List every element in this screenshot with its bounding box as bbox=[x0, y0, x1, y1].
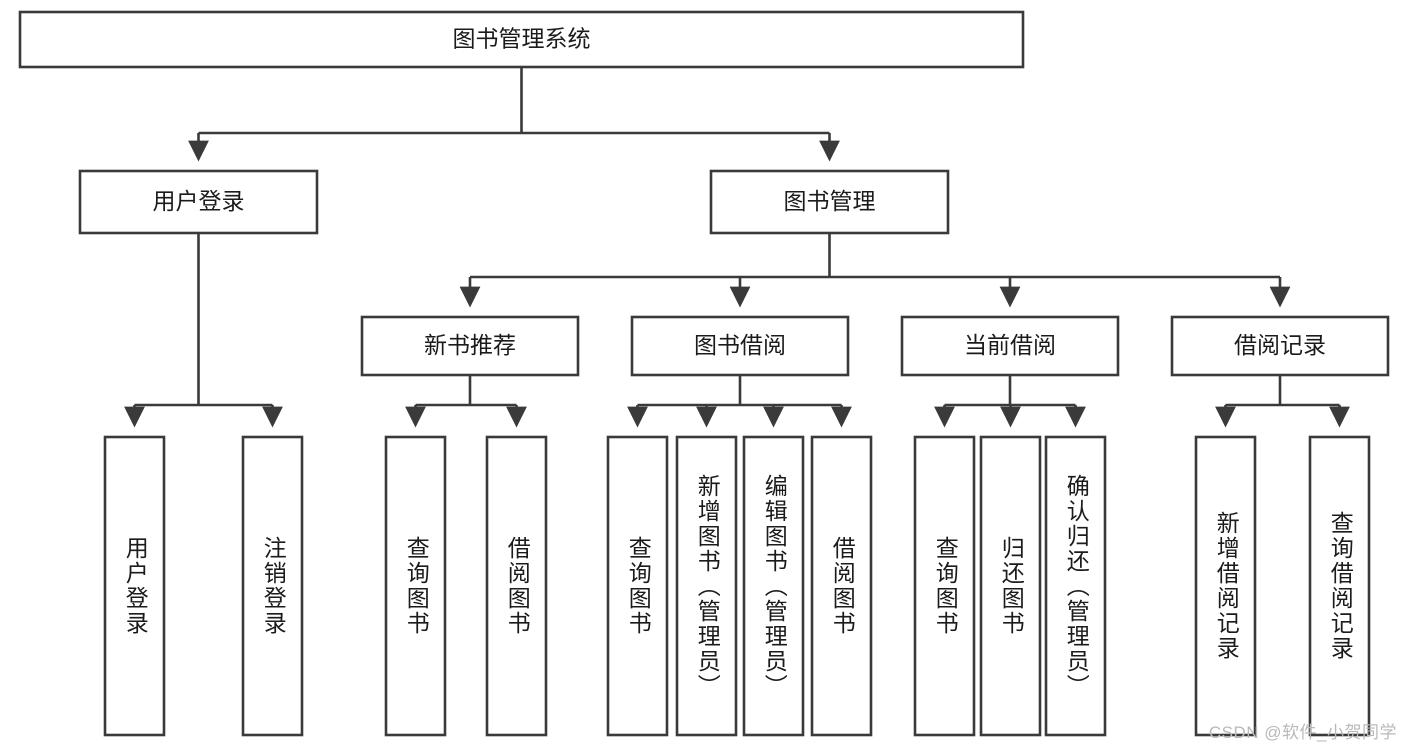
node-borrow-record-label: 借阅记录 bbox=[1234, 332, 1326, 358]
node-current-borrow-box bbox=[900, 315, 1120, 377]
node-user-login-box bbox=[78, 169, 319, 235]
node-leaf-borrow-book-label-wrap: 借阅图书 bbox=[829, 536, 856, 636]
node-leaf-edit-book-box bbox=[742, 435, 805, 737]
node-leaf-query-book-cur-label-wrap: 查询图书 bbox=[932, 536, 959, 636]
node-new-book-recommend-label: 新书推荐 bbox=[424, 332, 516, 358]
node-leaf-query-book-borrow-label-wrap: 查询图书 bbox=[625, 536, 652, 636]
node-leaf-borrow-book-rec-label-wrap: 借阅图书 bbox=[504, 536, 531, 636]
node-leaf-query-book-rec-label-wrap: 查询图书 bbox=[403, 536, 430, 636]
node-book-manage[interactable]: 图书管理 bbox=[709, 169, 950, 235]
node-leaf-query-book-rec-box bbox=[384, 435, 447, 737]
connector-group-book-manage bbox=[459, 233, 1291, 308]
node-leaf-edit-book[interactable]: 编辑图书（管理员） bbox=[742, 435, 805, 737]
node-leaf-user-login-box bbox=[103, 435, 166, 737]
connector-group-current-borrow bbox=[934, 375, 1086, 428]
node-user-login-label: 用户登录 bbox=[153, 188, 245, 214]
node-book-borrow-label: 图书借阅 bbox=[694, 332, 786, 358]
node-leaf-add-record-box bbox=[1194, 435, 1257, 737]
node-leaf-query-book-rec-label: 查询图书 bbox=[403, 536, 430, 636]
node-leaf-confirm-return-box bbox=[1044, 435, 1107, 737]
node-leaf-confirm-return[interactable]: 确认归还（管理员） bbox=[1044, 435, 1107, 737]
node-leaf-return-book[interactable]: 归还图书 bbox=[979, 435, 1042, 737]
watermark-text: CSDN @软件_小贺同学 bbox=[1208, 723, 1397, 742]
node-leaf-user-login-label-wrap: 用户登录 bbox=[122, 536, 149, 636]
node-current-borrow[interactable]: 当前借阅 bbox=[900, 315, 1120, 377]
node-book-manage-label: 图书管理 bbox=[784, 188, 876, 214]
node-leaf-add-record-label: 新增借阅记录 bbox=[1213, 511, 1240, 661]
node-leaf-confirm-return-label-wrap: 确认归还（管理员） bbox=[1063, 473, 1090, 699]
node-root-图书管理系统-label: 图书管理系统 bbox=[453, 26, 591, 52]
node-book-borrow[interactable]: 图书借阅 bbox=[630, 315, 850, 377]
node-leaf-logout-label-wrap: 注销登录 bbox=[260, 536, 287, 636]
node-borrow-record[interactable]: 借阅记录 bbox=[1170, 315, 1390, 377]
node-leaf-query-book-rec[interactable]: 查询图书 bbox=[384, 435, 447, 737]
connector-group-root bbox=[188, 67, 840, 162]
node-leaf-add-record-label-wrap: 新增借阅记录 bbox=[1213, 511, 1240, 661]
node-leaf-query-record[interactable]: 查询借阅记录 bbox=[1308, 435, 1371, 737]
node-leaf-confirm-return-label: 确认归还（管理员） bbox=[1063, 473, 1090, 699]
node-leaf-borrow-book-rec[interactable]: 借阅图书 bbox=[485, 435, 548, 737]
node-leaf-logout[interactable]: 注销登录 bbox=[241, 435, 304, 737]
node-leaf-query-book-borrow[interactable]: 查询图书 bbox=[606, 435, 669, 737]
node-leaf-borrow-book-box bbox=[810, 435, 873, 737]
node-leaf-query-book-borrow-label: 查询图书 bbox=[625, 536, 652, 636]
node-leaf-logout-label: 注销登录 bbox=[260, 536, 287, 636]
node-leaf-add-book-box bbox=[675, 435, 738, 737]
connector-group-new-book-recommend bbox=[405, 375, 527, 428]
node-new-book-recommend-box bbox=[360, 315, 580, 377]
node-leaf-add-book-label: 新增图书（管理员） bbox=[694, 473, 721, 699]
node-current-borrow-label: 当前借阅 bbox=[964, 332, 1056, 358]
node-leaf-query-book-cur[interactable]: 查询图书 bbox=[913, 435, 976, 737]
node-leaf-add-book[interactable]: 新增图书（管理员） bbox=[675, 435, 738, 737]
node-leaf-return-book-label-wrap: 归还图书 bbox=[998, 536, 1025, 636]
node-leaf-borrow-book[interactable]: 借阅图书 bbox=[810, 435, 873, 737]
node-leaf-query-book-borrow-box bbox=[606, 435, 669, 737]
node-leaf-return-book-box bbox=[979, 435, 1042, 737]
node-leaf-borrow-book-rec-box bbox=[485, 435, 548, 737]
node-book-manage-box bbox=[709, 169, 950, 235]
node-leaf-user-login[interactable]: 用户登录 bbox=[103, 435, 166, 737]
node-leaf-query-record-box bbox=[1308, 435, 1371, 737]
node-root-图书管理系统-box bbox=[18, 10, 1025, 69]
node-leaf-logout-box bbox=[241, 435, 304, 737]
node-leaf-borrow-book-label: 借阅图书 bbox=[829, 536, 856, 636]
node-leaf-add-record[interactable]: 新增借阅记录 bbox=[1194, 435, 1257, 737]
node-leaf-add-book-label-wrap: 新增图书（管理员） bbox=[694, 473, 721, 699]
node-leaf-edit-book-label: 编辑图书（管理员） bbox=[761, 473, 788, 699]
connector-group-book-borrow bbox=[627, 375, 852, 428]
node-leaf-user-login-label: 用户登录 bbox=[122, 536, 149, 636]
connector-layer bbox=[124, 67, 1350, 428]
node-book-borrow-box bbox=[630, 315, 850, 377]
node-leaf-query-book-cur-box bbox=[913, 435, 976, 737]
node-leaf-query-record-label-wrap: 查询借阅记录 bbox=[1327, 511, 1354, 661]
node-leaf-query-book-cur-label: 查询图书 bbox=[932, 536, 959, 636]
node-layer: 图书管理系统用户登录图书管理新书推荐图书借阅当前借阅借阅记录用户登录注销登录查询… bbox=[18, 10, 1390, 737]
node-new-book-recommend[interactable]: 新书推荐 bbox=[360, 315, 580, 377]
node-leaf-return-book-label: 归还图书 bbox=[998, 536, 1025, 636]
node-user-login[interactable]: 用户登录 bbox=[78, 169, 319, 235]
node-leaf-borrow-book-rec-label: 借阅图书 bbox=[504, 536, 531, 636]
connector-group-borrow-record bbox=[1215, 375, 1350, 428]
node-leaf-edit-book-label-wrap: 编辑图书（管理员） bbox=[761, 473, 788, 699]
node-root-图书管理系统[interactable]: 图书管理系统 bbox=[18, 10, 1025, 69]
node-borrow-record-box bbox=[1170, 315, 1390, 377]
node-leaf-query-record-label: 查询借阅记录 bbox=[1327, 511, 1354, 661]
connector-group-user-login bbox=[124, 233, 283, 428]
